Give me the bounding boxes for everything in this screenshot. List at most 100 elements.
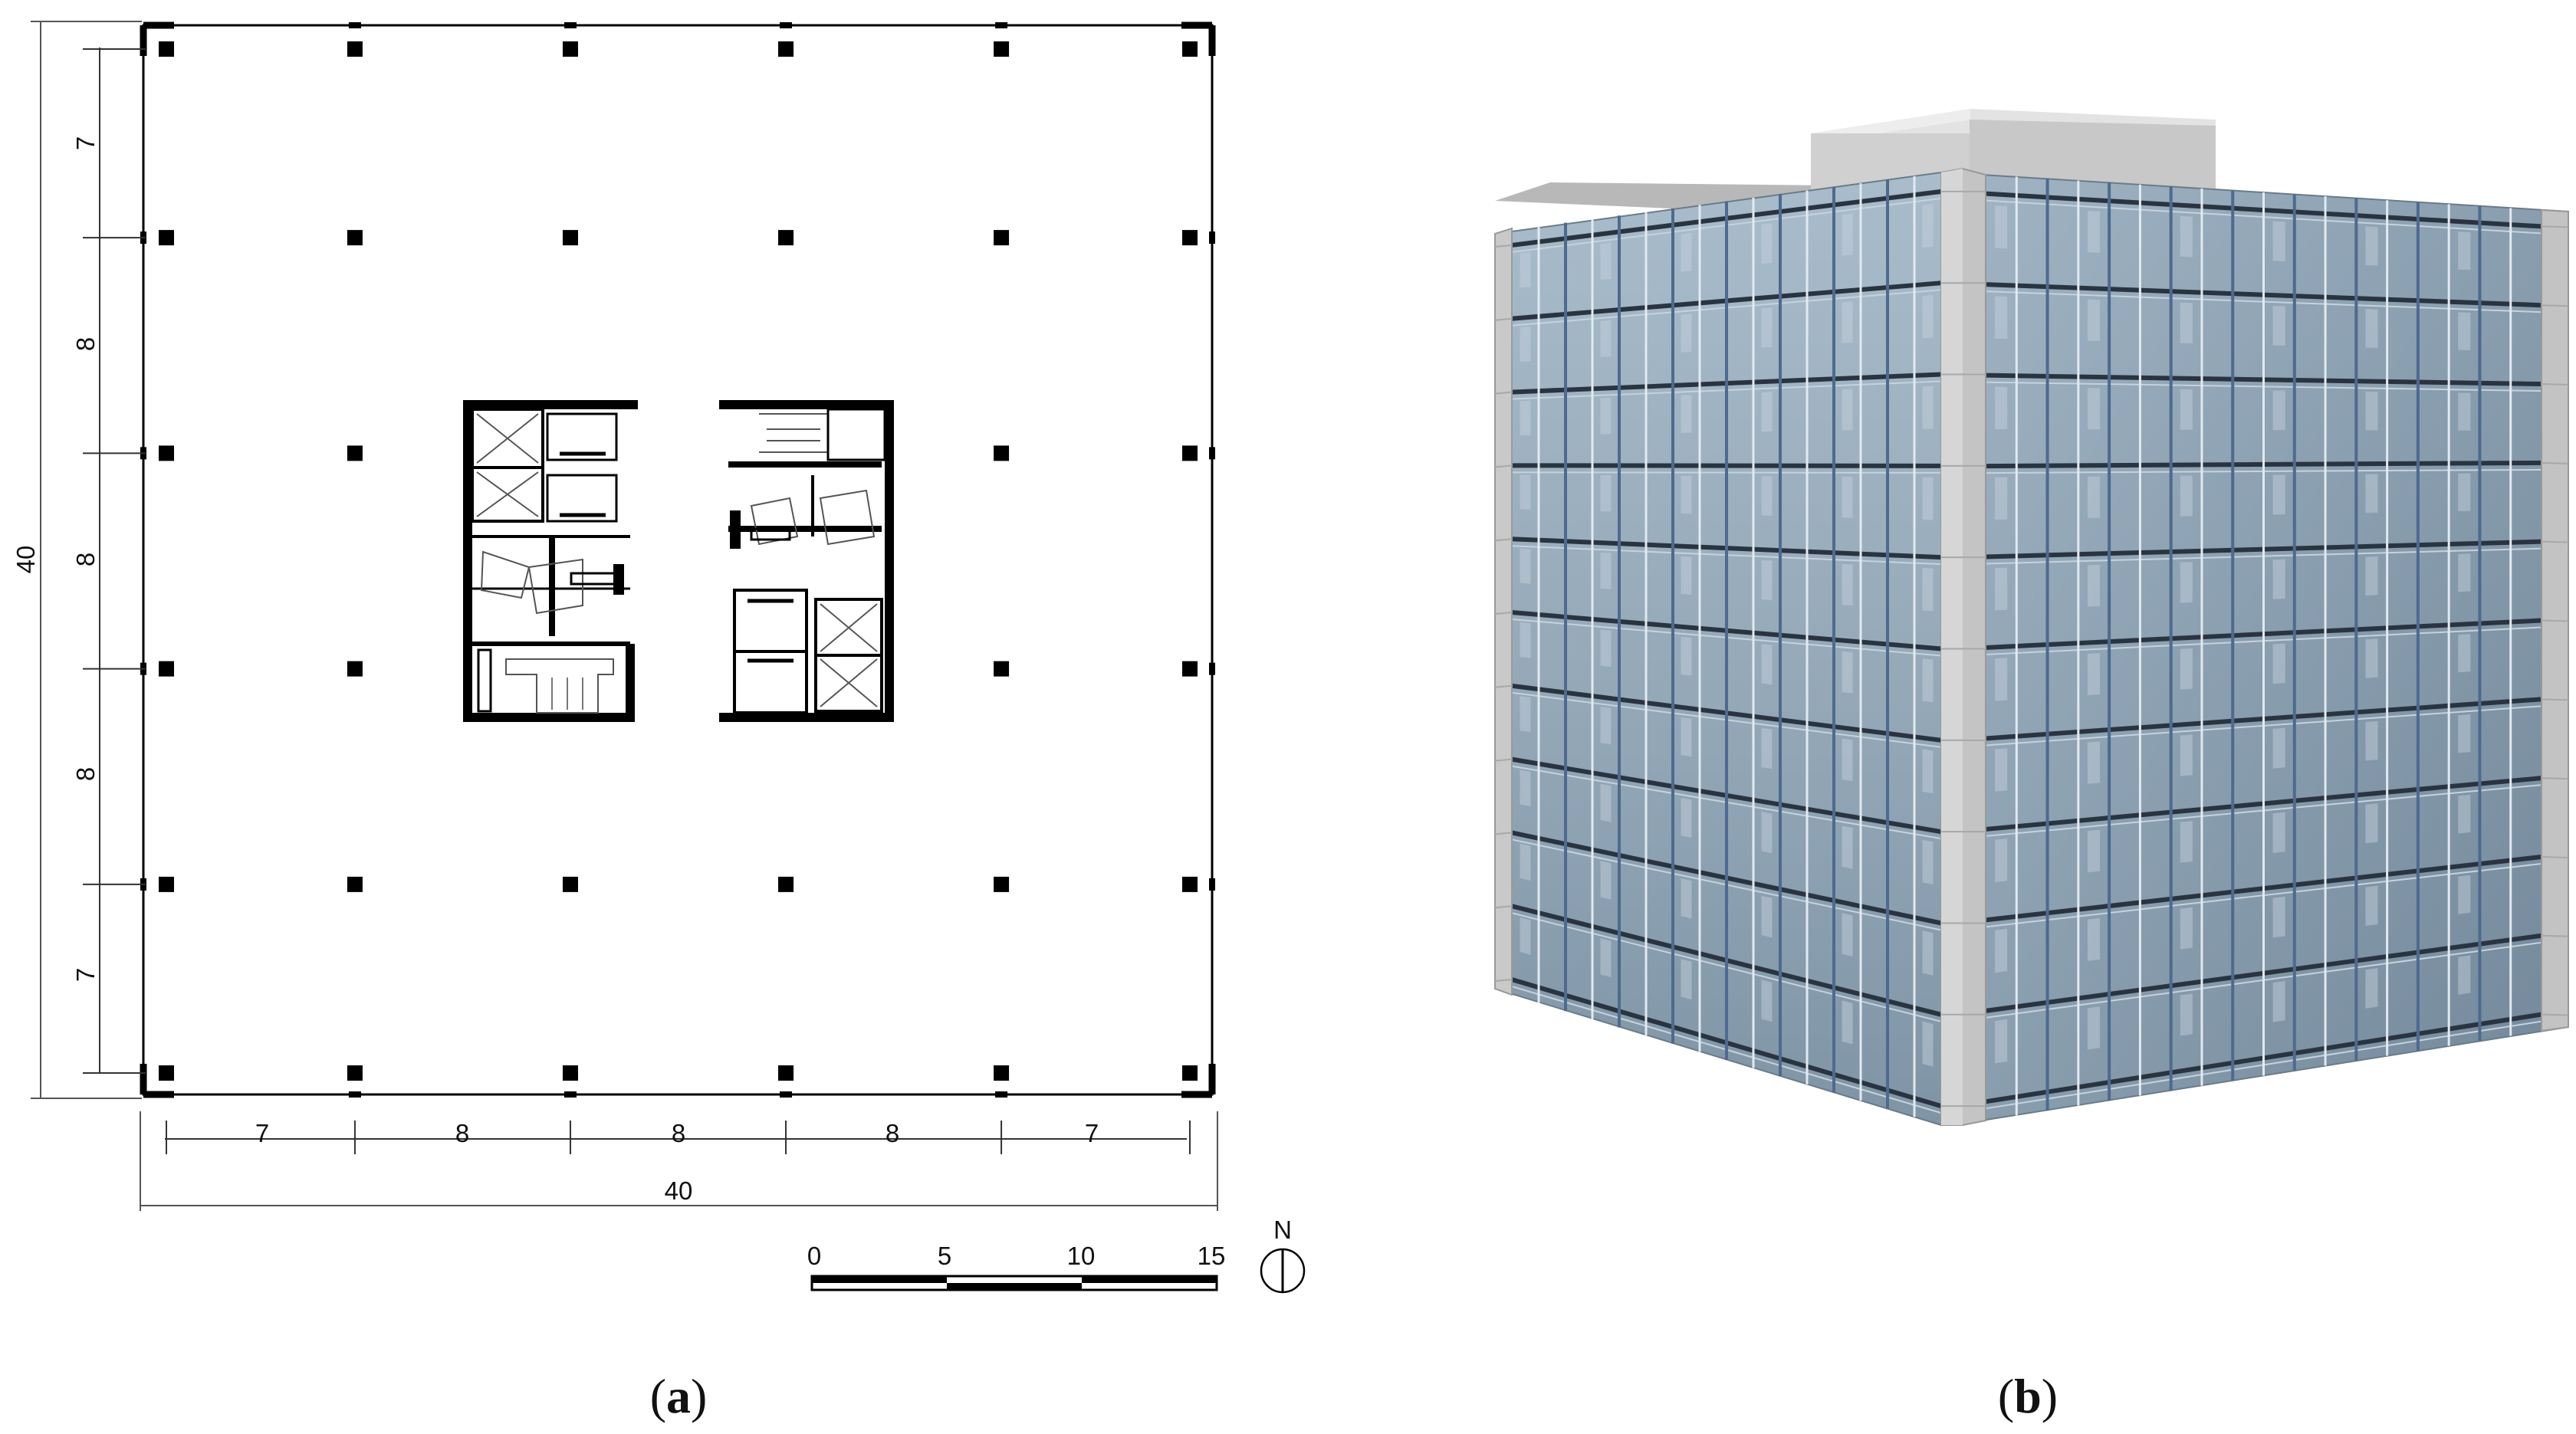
glass-reflection: [1600, 707, 1612, 745]
glass-reflection: [1842, 825, 1853, 869]
glass-reflection: [2087, 210, 2101, 253]
column: [994, 1065, 1010, 1081]
glass-reflection: [2180, 648, 2193, 690]
glass-reflection: [1600, 783, 1612, 822]
column: [778, 876, 794, 892]
glass-reflection: [1761, 392, 1773, 432]
span-label: 8: [71, 553, 100, 566]
glass-reflection: [1922, 386, 1934, 429]
glass-reflection: [1681, 797, 1692, 838]
caption-a: (a): [650, 1369, 708, 1423]
pier-band: [1494, 832, 1513, 835]
glass-reflection: [1761, 559, 1773, 601]
edge-tick: [1184, 1091, 1196, 1098]
glass-reflection: [1761, 307, 1773, 348]
glass-reflection: [2272, 643, 2285, 684]
glass-reflection: [2180, 993, 2193, 1036]
glass-reflection: [1761, 727, 1773, 770]
glass-reflection: [2272, 559, 2285, 599]
edge-tick: [780, 22, 793, 28]
column: [347, 230, 363, 246]
glass-reflection: [1842, 738, 1853, 782]
glass-reflection: [2365, 474, 2378, 514]
pier-band: [2541, 698, 2569, 701]
glass-reflection: [2180, 562, 2193, 603]
scale-label: 5: [938, 1242, 951, 1270]
core-right: [719, 400, 894, 722]
glass-reflection: [2458, 714, 2471, 753]
pier-floor-bands: [1494, 190, 2569, 1107]
curtain-wall-grid: [1511, 176, 2542, 1117]
glass-reflection: [2365, 885, 2378, 927]
glass-reflection: [1600, 552, 1612, 589]
glass-reflection: [2458, 634, 2471, 673]
glass-reflection: [2272, 474, 2285, 515]
column: [778, 41, 794, 57]
horizontal-dimension: 7 8 8 8 7 40: [140, 1111, 1218, 1211]
glass-reflection: [2180, 389, 2193, 430]
scale-label: 0: [807, 1242, 821, 1270]
edge-tick: [1209, 231, 1215, 244]
span-label: 7: [71, 136, 100, 150]
column: [778, 1065, 794, 1081]
glass-reflection: [1681, 232, 1692, 272]
glass-reflection: [2272, 727, 2285, 769]
glass-reflection: [2365, 226, 2378, 266]
pier-band: [1494, 391, 1513, 395]
glass-reflection: [1681, 475, 1692, 514]
column: [159, 230, 174, 246]
rooftop-mechanical-box: [1811, 109, 2216, 196]
column: [159, 445, 174, 461]
pier-band: [2541, 619, 2569, 622]
pier-band: [2541, 304, 2569, 307]
slab-edge-ticks: [140, 22, 1215, 1098]
glass-reflection: [2272, 896, 2285, 938]
pier-band: [1494, 464, 1513, 468]
glass-reflection: [1600, 242, 1612, 281]
glass-reflection: [2272, 390, 2285, 431]
glass-reflection: [1520, 917, 1531, 955]
glass-reflection: [1681, 556, 1692, 595]
glass-reflection: [1995, 658, 2008, 701]
pier-band: [2541, 777, 2569, 780]
glass-reflection: [1600, 938, 1612, 978]
span-label: 8: [71, 337, 100, 351]
column: [1182, 661, 1198, 677]
glass-reflection: [1761, 644, 1773, 685]
column: [1182, 445, 1198, 461]
pier-band: [1494, 244, 1513, 248]
glass-reflection: [1842, 563, 1853, 606]
span-label: 7: [255, 1119, 269, 1147]
column: [562, 41, 578, 57]
pier-band: [1494, 979, 1513, 983]
edge-tick: [160, 22, 172, 28]
glass-reflection: [1600, 320, 1612, 357]
vertical-dimension: 7 8 8 8 7 40: [12, 21, 146, 1099]
glass-reflection: [2365, 638, 2378, 678]
floor-plan: [140, 21, 1216, 1098]
pier-band: [1494, 905, 1513, 909]
edge-tick: [348, 22, 361, 28]
pier-band: [2541, 1013, 2569, 1016]
glass-reflection: [1922, 749, 1934, 794]
column: [347, 1065, 363, 1081]
glass-reflection: [1520, 474, 1531, 510]
edge-tick: [1209, 1067, 1215, 1079]
glass-reflection: [1681, 395, 1692, 433]
glass-reflection: [2087, 829, 2101, 873]
glass-reflection: [2458, 955, 2471, 995]
edge-tick: [160, 1091, 172, 1098]
glass-reflection: [1842, 476, 1853, 518]
core-left: [463, 400, 638, 722]
glass-reflection: [1842, 1000, 1853, 1045]
glass-reflection: [1520, 770, 1531, 807]
glass-reflection: [1922, 839, 1934, 884]
glass-reflection: [2087, 388, 2101, 430]
pier-band: [2541, 934, 2569, 937]
glass-reflection: [2087, 741, 2101, 784]
column: [562, 1065, 578, 1081]
caption-b: (b): [1998, 1369, 2058, 1423]
edge-tick: [1209, 662, 1215, 675]
slab-corner-marks: [140, 21, 1216, 1098]
